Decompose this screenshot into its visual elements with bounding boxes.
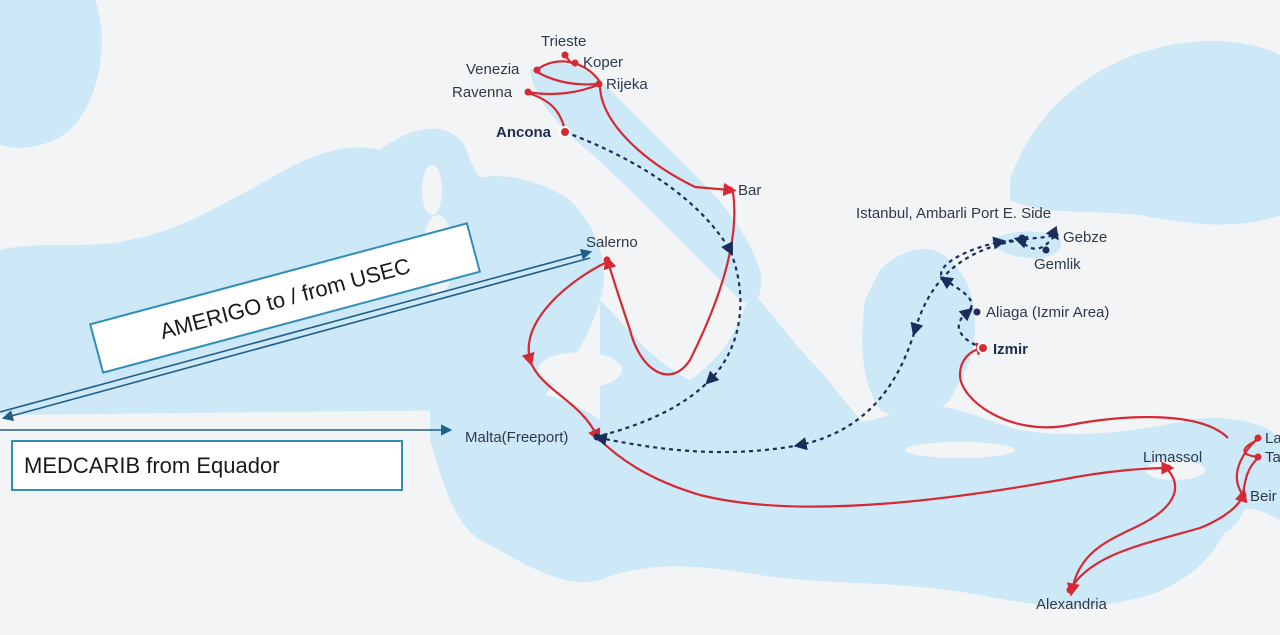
route-red-limassol-alexandria: [1066, 469, 1177, 597]
callout-medcarib-box: [11, 440, 403, 491]
label-tartus: Ta: [1265, 449, 1280, 466]
dot-malta: [593, 433, 601, 441]
dot-beirut: [1239, 491, 1247, 499]
label-malta: Malta(Freeport): [465, 429, 568, 446]
route-red-latakia-tartus: [1243, 438, 1259, 459]
label-limassol: Limassol: [1143, 449, 1202, 466]
sea-black-sea: [1010, 40, 1280, 225]
route-red-alexandria-beirut: [1069, 488, 1248, 591]
route-red-ravenna-ancona: [527, 91, 567, 131]
dot-rijeka: [595, 80, 603, 88]
dot-izmir: [977, 342, 989, 354]
dot-limassol: [1164, 464, 1172, 472]
label-beirut: Beir: [1250, 488, 1277, 505]
label-gebze: Gebze: [1063, 229, 1107, 246]
label-koper: Koper: [583, 54, 623, 71]
sea-tyrrhenian: [453, 176, 604, 410]
label-salerno: Salerno: [586, 234, 638, 251]
dot-alexandria: [1066, 586, 1074, 594]
island-corsica: [422, 165, 442, 215]
route-red-rijeka-bar: [598, 84, 737, 197]
route-navy-izmir-malta: [593, 225, 1059, 454]
dot-tartus: [1254, 453, 1262, 461]
label-venezia: Venezia: [466, 61, 520, 78]
dot-ancona: [559, 126, 571, 138]
callout-medcarib-text: MEDCARIB from Equador: [24, 453, 280, 478]
label-latakia: La: [1265, 430, 1280, 447]
dot-salerno: [603, 256, 611, 264]
callout-amerigo-box: [88, 222, 482, 374]
dot-venezia: [533, 66, 541, 74]
route-red-venezia-rijeka: [536, 60, 601, 83]
island-cyprus: [1145, 460, 1205, 480]
label-ravenna: Ravenna: [452, 84, 513, 101]
dot-ravenna: [524, 88, 532, 96]
sea-atlantic: [0, 0, 102, 148]
label-alexandria: Alexandria: [1036, 596, 1108, 613]
dot-trieste: [561, 51, 569, 59]
dot-koper: [571, 59, 579, 67]
dot-bar: [726, 186, 734, 194]
label-izmir: Izmir: [993, 341, 1028, 358]
port-labels: Trieste Koper Venezia Rijeka Ravenna Anc…: [452, 33, 1280, 613]
dot-latakia: [1254, 434, 1262, 442]
pointer-amerigo-bottom: [1, 257, 591, 422]
pointer-amerigo-top: [0, 248, 593, 413]
navy-routes: [564, 130, 1059, 454]
label-ancona: Ancona: [496, 124, 552, 141]
dot-aliaga: [973, 308, 981, 316]
label-bar: Bar: [738, 182, 761, 199]
port-dots: [524, 51, 1262, 594]
route-red-venezia-rijeka-2: [536, 71, 599, 86]
label-aliaga: Aliaga (Izmir Area): [986, 304, 1109, 321]
label-trieste: Trieste: [541, 33, 586, 50]
label-istanbul: Istanbul, Ambarli Port E. Side: [856, 205, 1051, 222]
label-gemlik: Gemlik: [1034, 256, 1081, 273]
route-red-ravenna-rijeka: [527, 83, 599, 96]
route-red-malta-limassol: [596, 436, 1175, 508]
dot-gemlik: [1042, 246, 1050, 254]
route-red-salerno-malta: [521, 261, 608, 442]
label-rijeka: Rijeka: [606, 76, 648, 93]
island-crete: [905, 442, 1015, 458]
callout-pointers: [0, 248, 593, 436]
route-red-tartus-beirut: [1241, 457, 1259, 494]
dot-istanbul: [1018, 234, 1026, 242]
dot-gebze: [1051, 231, 1059, 239]
island-sicily: [538, 352, 622, 388]
callout-medcarib: MEDCARIB from Equador: [11, 440, 403, 491]
